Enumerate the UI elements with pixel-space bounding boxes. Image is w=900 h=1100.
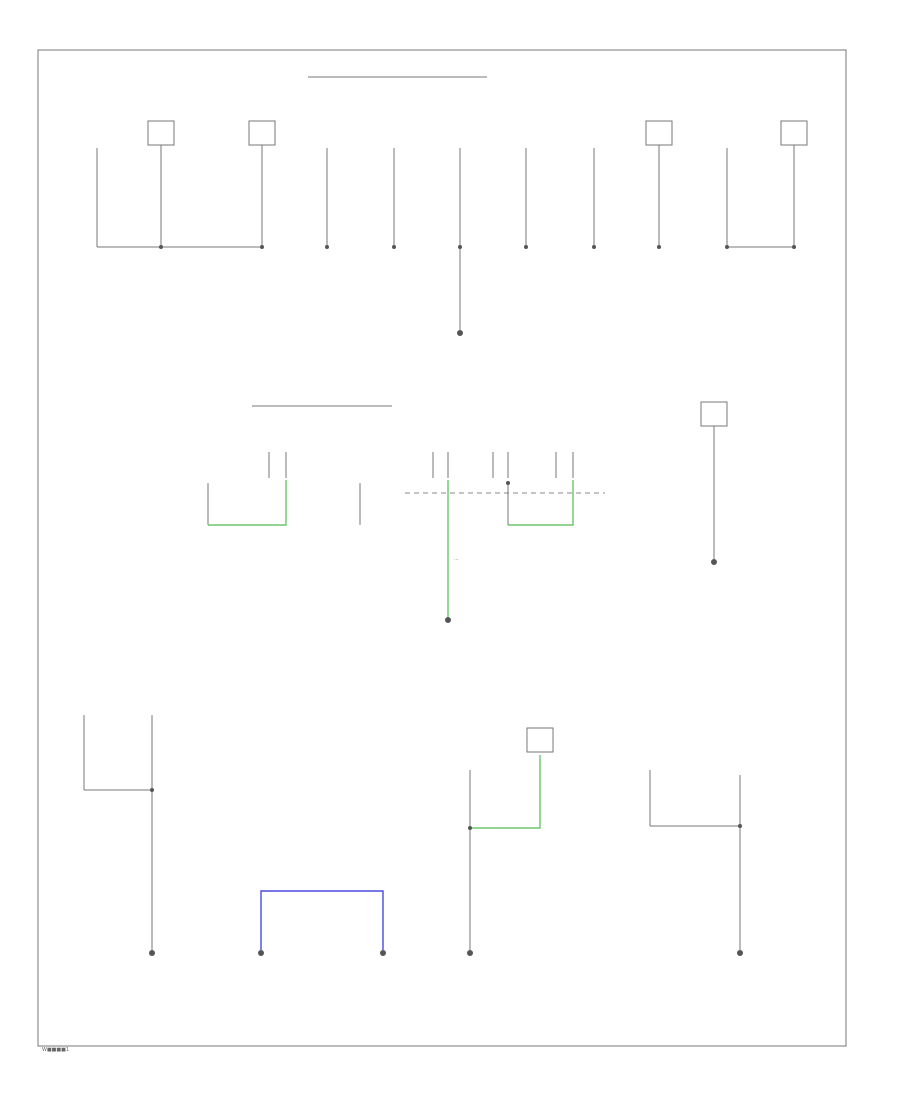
green-wire: [470, 755, 541, 829]
connector-box: [700, 401, 728, 427]
connector-box: [780, 120, 808, 146]
ground-point: [445, 617, 451, 623]
green-wire: [508, 480, 574, 526]
top-section: [96, 76, 808, 336]
connector-box: [147, 120, 175, 146]
bottom-section: [83, 715, 743, 956]
footer-code: W■■■■1: [42, 1047, 69, 1053]
ground-point: [457, 330, 463, 336]
ground-point: [380, 950, 386, 956]
connector-box: [526, 727, 554, 753]
ground-point: [467, 950, 473, 956]
middle-section: [207, 401, 728, 623]
illegible-label: ...: [454, 556, 459, 562]
connector-box: [248, 120, 276, 146]
connector-box: [645, 120, 673, 146]
ground-point: [149, 950, 155, 956]
ground-point: [737, 950, 743, 956]
blue-wire: [260, 890, 384, 950]
ground-point: [258, 950, 264, 956]
green-wire: [208, 480, 287, 526]
ground-point: [711, 559, 717, 565]
diagram-border: [37, 49, 847, 1047]
